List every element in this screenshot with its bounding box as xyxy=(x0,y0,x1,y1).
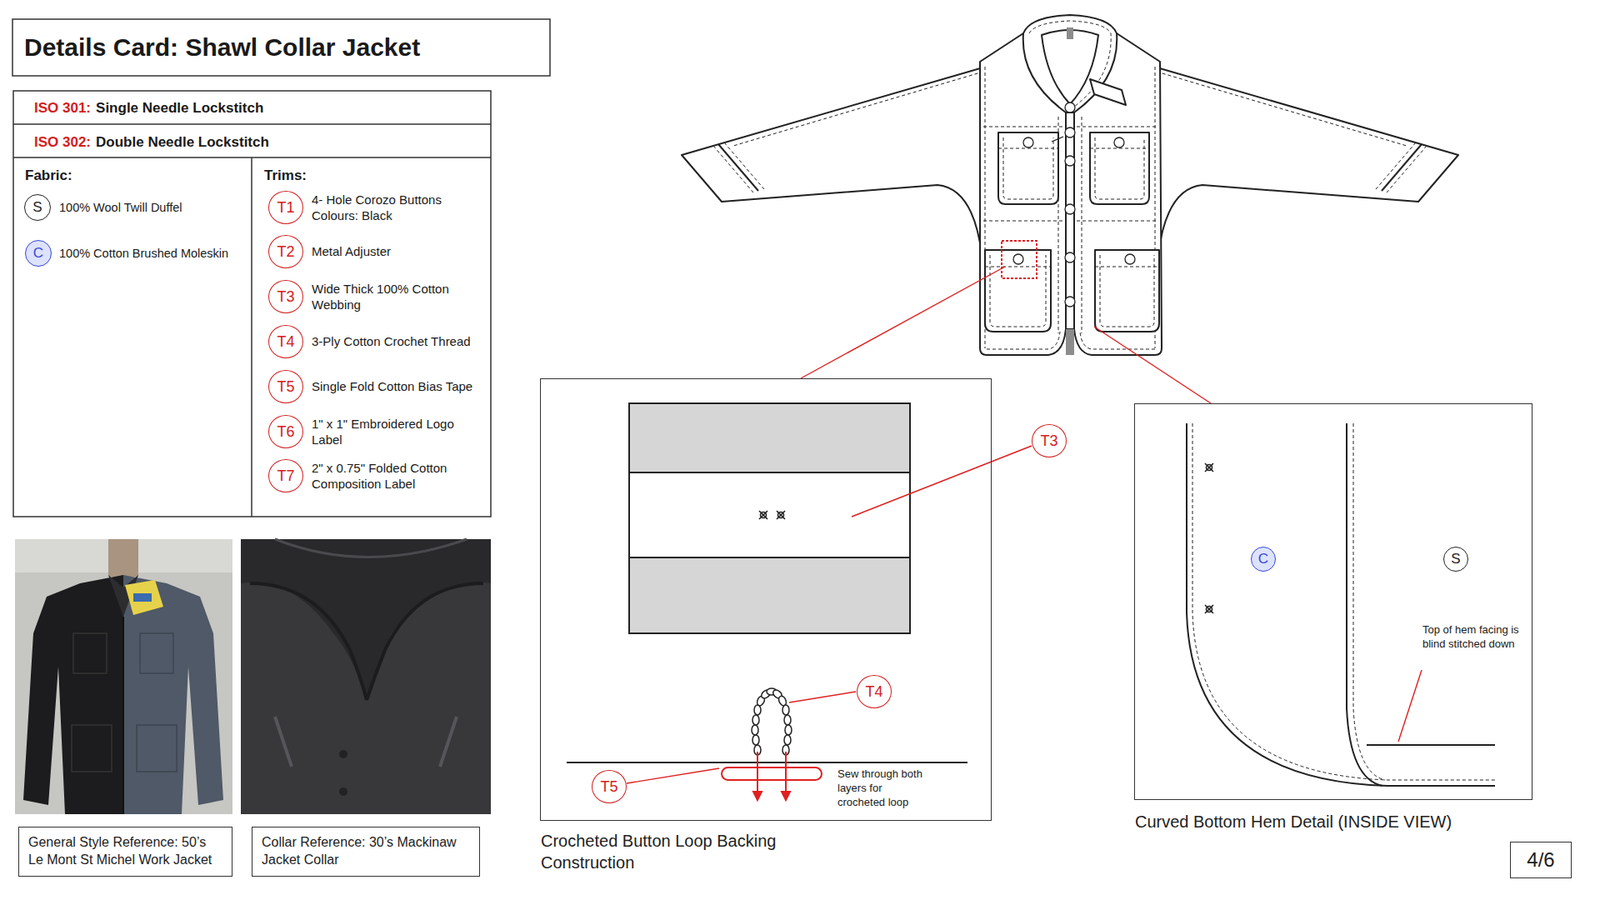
detail-marker xyxy=(1001,240,1037,279)
trim-name: 4- Hole Corozo Buttons Colours: Black xyxy=(311,191,479,225)
title-frame xyxy=(12,19,550,76)
trim-callout-text: T4 xyxy=(276,333,295,351)
trim-callout-text: T6 xyxy=(276,423,295,441)
leader-line xyxy=(1094,326,1211,404)
stitch-code: ISO 301: xyxy=(34,99,91,118)
trim-callout: T2 xyxy=(268,235,304,269)
fabric-name: 100% Cotton Brushed Moleskin xyxy=(59,245,229,262)
label-holder: Single Fold Cotton Bias Tape xyxy=(311,378,479,395)
caption-box: General Style Reference: 50’s Le Mont St… xyxy=(18,826,233,877)
label-holder: 4- Hole Corozo Buttons Colours: Black xyxy=(311,191,479,225)
detail-panel: Crocheted Button Loop Backing Constructi… xyxy=(540,378,992,821)
trim-name: Single Fold Cotton Bias Tape xyxy=(311,378,479,395)
trim-name: 3-Ply Cotton Crochet Thread xyxy=(311,333,479,350)
webbing-detail xyxy=(566,403,1032,800)
fabric-symbol: C xyxy=(1250,546,1276,572)
collar-photo xyxy=(240,539,491,815)
construction-note: Top of hem facing is blind stitched down xyxy=(1422,623,1521,652)
section-heading: Trims: xyxy=(264,166,307,185)
caption-box-text: General Style Reference: 50’s Le Mont St… xyxy=(28,834,222,870)
fabric-symbol-text: C xyxy=(33,245,44,262)
leader-line xyxy=(800,266,1005,379)
label-holder: Top of hem facing is blind stitched down xyxy=(1422,623,1521,652)
callout-number: T3 xyxy=(1031,424,1067,458)
stitch-code: ISO 302: xyxy=(34,133,91,152)
page-number-text: 4/6 xyxy=(1526,848,1555,872)
callout-number-text: T4 xyxy=(865,683,883,701)
fabric-symbol: S xyxy=(24,194,51,221)
title-box: Details Card: Shawl Collar Jacket xyxy=(12,19,550,76)
table-frame xyxy=(13,90,491,517)
hem-detail xyxy=(1186,423,1495,786)
label-holder: ISO 301: xyxy=(34,99,91,118)
callout-number-text: T3 xyxy=(1040,432,1058,450)
label-holder: 100% Cotton Brushed Moleskin xyxy=(59,245,229,262)
label-holder: Fabric: xyxy=(25,166,73,185)
trim-callout: T4 xyxy=(268,325,304,359)
label-holder: ISO 302: xyxy=(34,133,91,152)
trim-callout: T5 xyxy=(268,370,304,404)
style-photo xyxy=(15,539,233,815)
trim-name: 2" x 0.75" Folded Cotton Composition Lab… xyxy=(311,460,479,493)
fabric-symbol-text: C xyxy=(1258,550,1269,568)
label-holder: Metal Adjuster xyxy=(311,243,479,260)
stitch-name: Double Needle Lockstitch xyxy=(95,133,270,152)
label-holder: Wide Thick 100% Cotton Webbing xyxy=(311,280,479,314)
label-holder: Trims: xyxy=(264,166,307,185)
title-text: Details Card: Shawl Collar Jacket xyxy=(24,33,420,62)
trim-callout-text: T1 xyxy=(276,199,295,217)
caption-holder: Curved Bottom Hem Detail (INSIDE VIEW) xyxy=(1135,810,1535,833)
callout-number: T5 xyxy=(591,770,627,804)
label-holder: 3-Ply Cotton Crochet Thread xyxy=(311,333,479,350)
trim-name: Metal Adjuster xyxy=(311,243,479,260)
table-rule xyxy=(250,157,253,517)
label-holder: Double Needle Lockstitch xyxy=(95,133,270,152)
callout-number: T4 xyxy=(856,675,892,709)
fabric-symbol: C xyxy=(25,240,52,267)
callout-number-text: T5 xyxy=(600,778,618,796)
jacket-flat xyxy=(681,15,1459,355)
fabric-symbol: S xyxy=(1443,546,1469,572)
page-number: 4/6 xyxy=(1510,841,1572,879)
trim-callout: T6 xyxy=(268,415,304,449)
detail-panel: Curved Bottom Hem Detail (INSIDE VIEW)CS xyxy=(1134,403,1533,800)
label-holder: 100% Wool Twill Duffel xyxy=(59,200,183,216)
trim-name: Wide Thick 100% Cotton Webbing xyxy=(311,280,479,314)
caption-holder: Crocheted Button Loop Backing Constructi… xyxy=(540,830,825,874)
caption-box: Collar Reference: 30’s Mackinaw Jacket C… xyxy=(251,826,480,877)
trim-name: 1" x 1" Embroidered Logo Label xyxy=(311,415,479,449)
fabric-name: 100% Wool Twill Duffel xyxy=(59,200,183,216)
section-heading: Fabric: xyxy=(25,166,73,185)
label-holder: Sew through both layers for crocheted lo… xyxy=(837,767,931,810)
label-holder: Single Needle Lockstitch xyxy=(95,99,264,118)
table-rule xyxy=(13,123,491,125)
stitch-name: Single Needle Lockstitch xyxy=(95,99,264,118)
construction-note: Sew through both layers for crocheted lo… xyxy=(837,767,931,810)
label-holder: 2" x 0.75" Folded Cotton Composition Lab… xyxy=(311,460,479,493)
trim-callout-text: T7 xyxy=(276,467,295,485)
trim-callout: T3 xyxy=(268,280,304,314)
panel-caption: Curved Bottom Hem Detail (INSIDE VIEW) xyxy=(1135,810,1535,833)
panel-caption: Crocheted Button Loop Backing Constructi… xyxy=(540,830,825,874)
label-holder: 1" x 1" Embroidered Logo Label xyxy=(311,415,479,449)
trim-callout: T1 xyxy=(268,190,304,225)
trim-callout: T7 xyxy=(268,459,304,493)
fabric-symbol-text: S xyxy=(32,199,42,216)
trim-callout-text: T3 xyxy=(276,288,295,306)
caption-box-text: Collar Reference: 30’s Mackinaw Jacket C… xyxy=(261,834,470,870)
fabric-symbol-text: S xyxy=(1450,550,1460,568)
trim-callout-text: T2 xyxy=(276,243,295,261)
trim-callout-text: T5 xyxy=(276,378,295,396)
